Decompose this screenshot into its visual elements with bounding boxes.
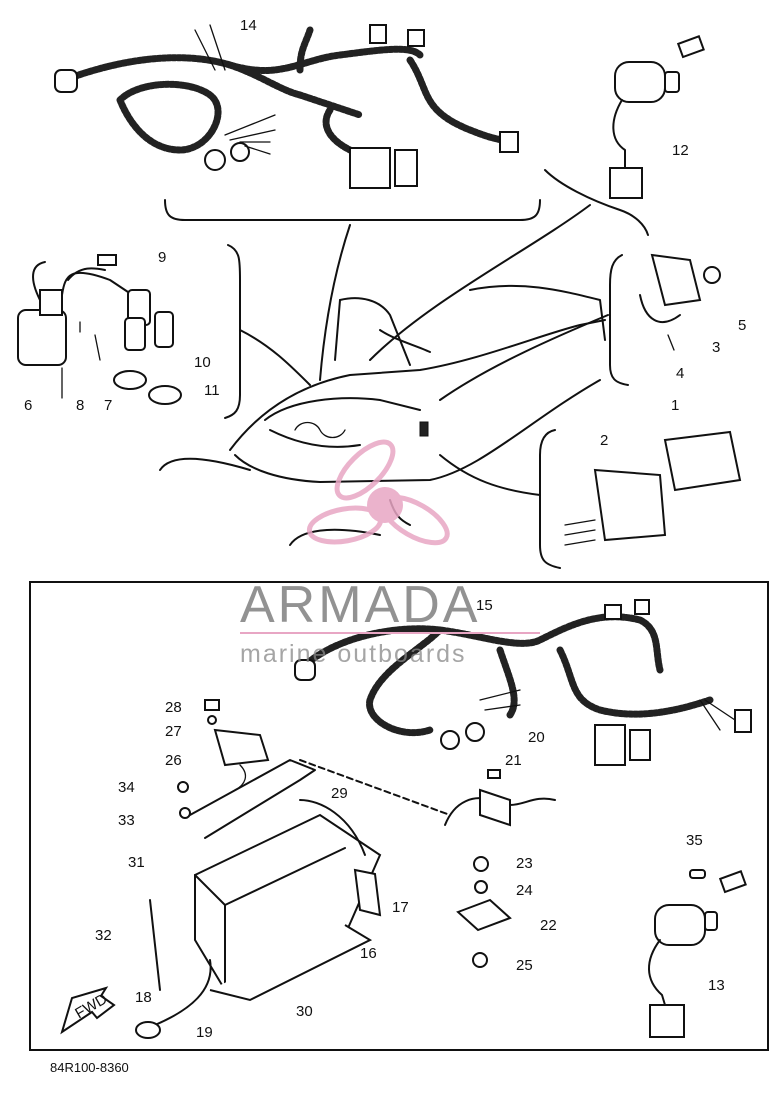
callout-26: 26	[165, 752, 182, 769]
callout-10: 10	[194, 354, 211, 371]
callout-33: 33	[118, 812, 135, 829]
fwd-arrow: FWD	[60, 986, 116, 1035]
bracket-switch	[544, 169, 649, 236]
callout-30: 30	[296, 1003, 313, 1020]
bracket-left	[224, 244, 241, 419]
callout-3: 3	[712, 339, 720, 356]
wire-harness-lower	[294, 599, 752, 766]
bracket-right	[609, 254, 629, 386]
callout-27: 27	[165, 723, 182, 740]
callout-23: 23	[516, 855, 533, 872]
callout-29: 29	[331, 785, 348, 802]
callout-15: 15	[476, 597, 493, 614]
fuse-holder-group	[444, 769, 556, 827]
watermark-brand: ARMADA	[240, 576, 480, 634]
leader-rectifier	[439, 454, 541, 496]
wire-harness-upper	[54, 24, 519, 189]
terminal-block-group	[456, 856, 512, 968]
callout-35: 35	[686, 832, 703, 849]
callout-28: 28	[165, 699, 182, 716]
bracket-lower-right	[539, 429, 561, 569]
callout-11: 11	[204, 382, 220, 399]
callout-31: 31	[128, 854, 145, 871]
rectifier-group	[564, 430, 742, 546]
callout-8: 8	[76, 397, 84, 414]
callout-2: 2	[600, 432, 608, 449]
drawing-code: 84R100-8360	[50, 1060, 129, 1075]
callout-20: 20	[528, 729, 545, 746]
callout-14: 14	[240, 17, 257, 34]
callout-32: 32	[95, 927, 112, 944]
callout-5: 5	[738, 317, 746, 334]
callout-1: 1	[671, 397, 679, 414]
battery-group	[135, 759, 451, 1039]
watermark-tagline: marine outboards	[240, 640, 467, 668]
callout-13: 13	[708, 977, 725, 994]
callout-25: 25	[516, 957, 533, 974]
callout-7: 7	[104, 397, 112, 414]
callout-6: 6	[24, 397, 32, 414]
leader-cdi	[439, 314, 609, 401]
ignition-coil-group	[17, 254, 182, 405]
armada-logo-icon	[306, 439, 450, 546]
callout-22: 22	[540, 917, 557, 934]
lower-frame	[29, 581, 769, 1051]
callout-19: 19	[196, 1024, 213, 1041]
leader-switch	[369, 204, 591, 361]
main-switch-lower	[648, 869, 747, 1038]
callout-24: 24	[516, 882, 533, 899]
callout-21: 21	[505, 752, 522, 769]
callout-9: 9	[158, 249, 166, 266]
callout-17: 17	[392, 899, 409, 916]
callout-18: 18	[135, 989, 152, 1006]
callout-4: 4	[676, 365, 684, 382]
snowmobile-body	[159, 284, 606, 546]
callout-34: 34	[118, 779, 135, 796]
relay-group	[177, 699, 270, 819]
main-switch-upper	[609, 35, 705, 199]
leader-coil	[239, 329, 311, 386]
callout-12: 12	[672, 142, 689, 159]
cdi-unit-group	[639, 253, 721, 351]
leader-harness	[319, 224, 351, 381]
callout-16: 16	[360, 945, 377, 962]
bracket-upper	[164, 199, 541, 221]
